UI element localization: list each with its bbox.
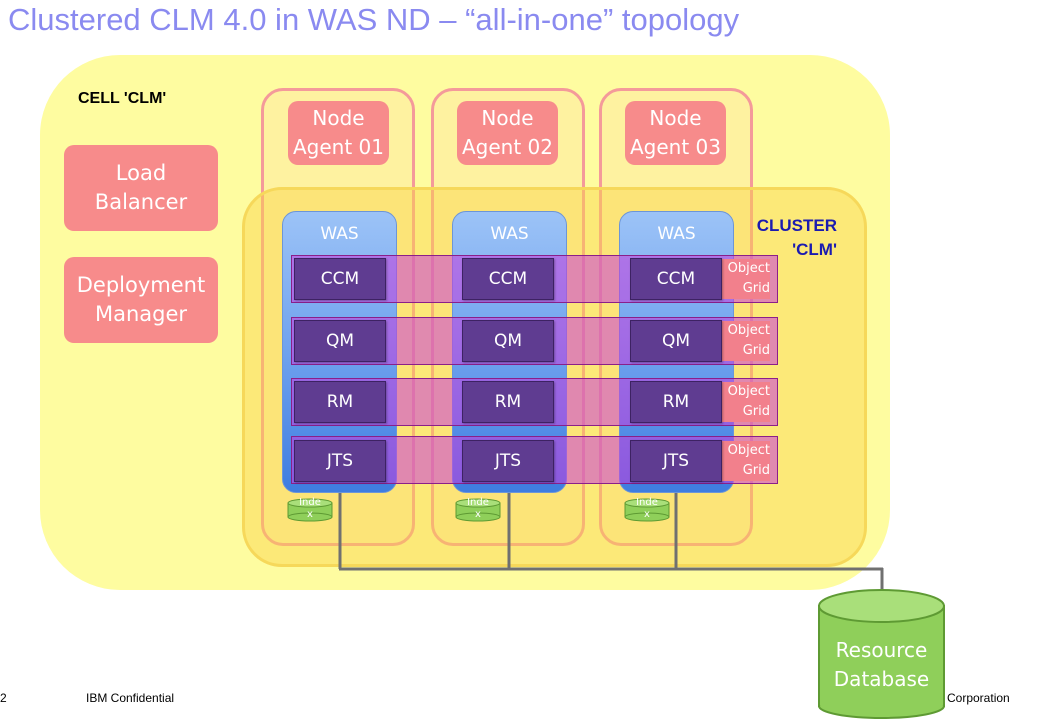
page-title: Clustered CLM 4.0 in WAS ND – “all-in-on… — [8, 2, 740, 37]
node-agent-01-line1: Node — [312, 106, 365, 130]
deployment-manager-label-line2: Manager — [94, 302, 188, 326]
index-label-01: Inde x — [292, 497, 328, 521]
footer-page-number: 2 — [0, 691, 7, 705]
component-qm-node-02: QM — [462, 320, 554, 362]
node-agent-01: Node Agent 01 — [288, 101, 389, 165]
index-label-01-line2: x — [307, 509, 313, 520]
component-rm-node-01: RM — [294, 381, 386, 423]
resource-database-label-line1: Resource — [835, 638, 928, 662]
database-cylinder-icon — [818, 589, 945, 719]
index-cylinder-01 — [287, 498, 333, 522]
object-grid-label-jts: Object Grid — [722, 441, 770, 481]
component-ccm-node-01: CCM — [294, 258, 386, 300]
resource-database-label-line2: Database — [833, 667, 930, 691]
load-balancer-label-line1: Load — [115, 161, 167, 185]
was-server-01-label: WAS — [320, 224, 359, 244]
component-jts-node-03: JTS — [630, 440, 722, 482]
load-balancer-box: Load Balancer — [64, 145, 218, 231]
node-agent-01-line2: Agent 01 — [292, 135, 384, 159]
index-label-03-line2: x — [644, 509, 650, 520]
footer-corporation: Corporation — [947, 691, 1010, 705]
index-label-01-line1: Inde — [299, 497, 321, 508]
component-rm-node-02: RM — [462, 381, 554, 423]
node-agent-03-line1: Node — [649, 106, 702, 130]
component-jts-node-01: JTS — [294, 440, 386, 482]
object-grid-label-rm-line2: Grid — [742, 404, 770, 419]
index-label-02-line1: Inde — [467, 497, 489, 508]
cell-label: CELL 'CLM' — [78, 90, 167, 107]
object-grid-label-jts-line1: Object — [727, 443, 770, 458]
component-ccm-node-03: CCM — [630, 258, 722, 300]
node-agent-02-line2: Agent 02 — [461, 135, 553, 159]
component-qm-node-03: QM — [630, 320, 722, 362]
node-agent-03: Node Agent 03 — [625, 101, 726, 165]
object-grid-label-qm-line1: Object — [727, 323, 770, 338]
index-label-02-line2: x — [475, 509, 481, 520]
index-cylinder-03 — [624, 498, 670, 522]
cluster-label: CLUSTER 'CLM' — [745, 214, 837, 262]
was-server-02-label: WAS — [490, 224, 529, 244]
component-jts-node-02: JTS — [462, 440, 554, 482]
was-server-03-label: WAS — [657, 224, 696, 244]
footer-confidential: IBM Confidential — [86, 691, 175, 705]
index-cylinder-02 — [455, 498, 501, 522]
object-grid-label-rm-line1: Object — [727, 384, 770, 399]
object-grid-label-ccm-line2: Grid — [742, 281, 770, 296]
node-agent-02: Node Agent 02 — [457, 101, 558, 165]
component-rm-node-03: RM — [630, 381, 722, 423]
object-grid-label-ccm: Object Grid — [722, 259, 770, 299]
node-agent-02-line1: Node — [481, 106, 534, 130]
object-grid-label-ccm-line1: Object — [727, 261, 770, 276]
deployment-manager-box: Deployment Manager — [64, 257, 218, 343]
load-balancer-label-line2: Balancer — [94, 190, 188, 214]
object-grid-label-qm-line2: Grid — [742, 343, 770, 358]
object-grid-label-qm: Object Grid — [722, 321, 770, 361]
object-grid-label-rm: Object Grid — [722, 382, 770, 422]
index-label-02: Inde x — [460, 497, 496, 521]
cluster-label-line2: 'CLM' — [792, 240, 837, 259]
cluster-label-line1: CLUSTER — [756, 216, 837, 235]
deployment-manager-label-line1: Deployment — [76, 273, 206, 297]
resource-database-label: Resource Database — [819, 636, 944, 694]
component-qm-node-01: QM — [294, 320, 386, 362]
object-grid-label-jts-line2: Grid — [742, 463, 770, 478]
index-label-03-line1: Inde — [636, 497, 658, 508]
component-ccm-node-02: CCM — [462, 258, 554, 300]
node-agent-03-line2: Agent 03 — [629, 135, 721, 159]
index-label-03: Inde x — [629, 497, 665, 521]
